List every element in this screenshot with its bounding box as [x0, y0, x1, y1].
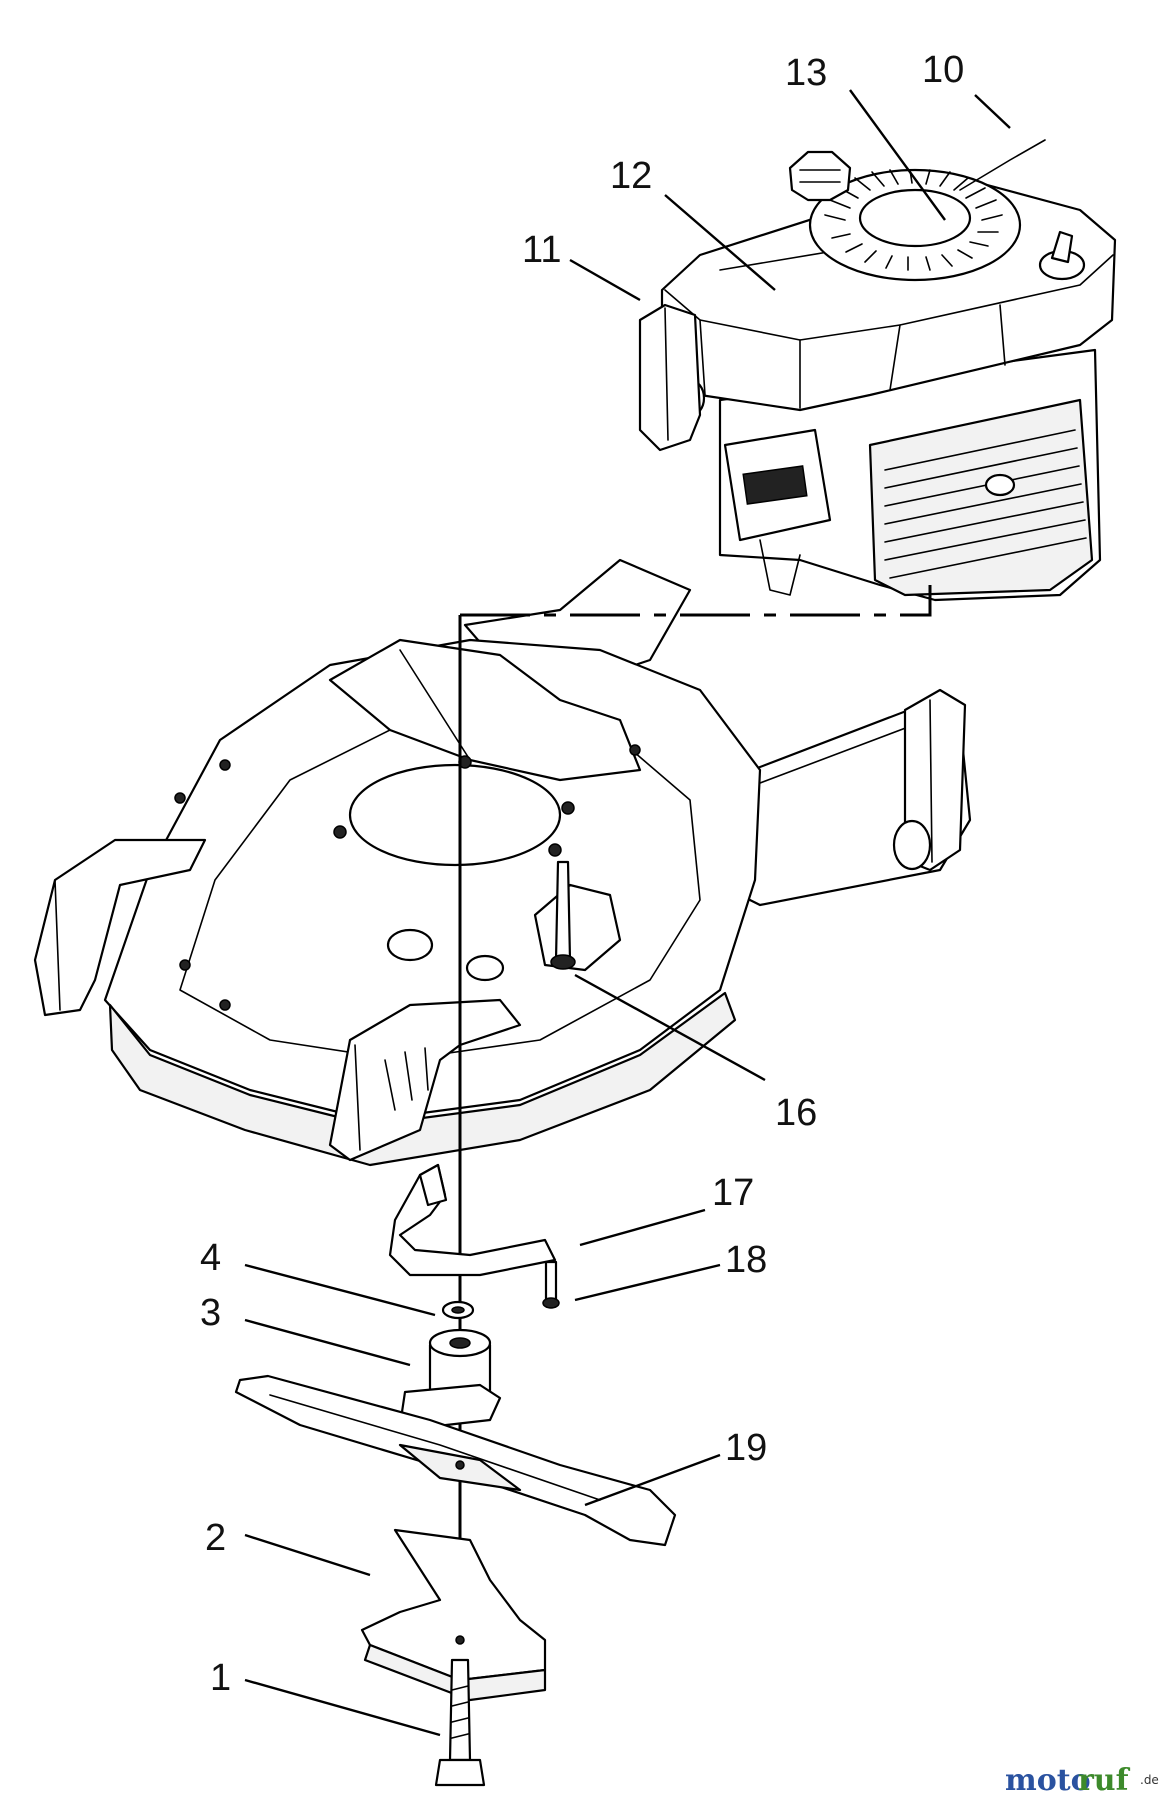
callout-19: 19: [725, 1427, 767, 1469]
leader-16: [574, 973, 766, 1082]
callout-2: 2: [205, 1517, 226, 1559]
handle-ribs: [384, 1047, 429, 1111]
leader-19: [584, 1453, 721, 1507]
throttle-cable: [959, 139, 1046, 191]
washer-boss: [465, 954, 505, 982]
callout-1: 1: [210, 1657, 231, 1699]
leader-1: [244, 1678, 441, 1737]
starter-grille-slots: [824, 169, 1003, 271]
blade-bolt-1: [448, 1658, 472, 1762]
watermark-part-a: moto: [1005, 1763, 1091, 1798]
discharge-tunnel: [328, 638, 642, 782]
callout-12: 12: [610, 155, 652, 197]
muffler-guard: [868, 398, 1094, 597]
rivet: [219, 999, 231, 1011]
callout-18: 18: [725, 1239, 767, 1281]
leader-10: [974, 94, 1011, 129]
watermark-suffix: .de: [1140, 1773, 1159, 1787]
leader-18: [574, 1263, 721, 1302]
callout-17: 17: [712, 1172, 754, 1214]
screw-18: [544, 1260, 558, 1302]
engine-assembly: [660, 139, 1117, 602]
deck-skirt: [108, 991, 737, 1167]
callout-4: 4: [200, 1237, 221, 1279]
mount-bolt: [548, 843, 562, 857]
leader-2: [244, 1533, 371, 1577]
rivet: [629, 744, 641, 756]
blade-bolt-head: [434, 1758, 486, 1787]
adjuster-ring: [386, 928, 434, 962]
mount-bolt: [561, 801, 575, 815]
starter-cap: [858, 188, 972, 248]
leader-17: [579, 1208, 706, 1247]
leader-3: [244, 1318, 411, 1367]
front-handle-center: [328, 998, 522, 1162]
callout-labels: 10 13 12 11 16 17 18 4 3 19 2 1: [200, 49, 964, 1699]
callout-11: 11: [522, 229, 561, 271]
wheel-hub: [892, 819, 932, 871]
leader-4: [244, 1263, 436, 1317]
leader-13: [849, 89, 946, 221]
motor-mount-opening: [348, 763, 562, 867]
mount-bolt: [333, 825, 347, 839]
leader-11: [569, 258, 641, 302]
bracket-17-tab: [418, 1163, 448, 1207]
rivet: [219, 759, 231, 771]
bolt-16: [554, 860, 572, 962]
watermark-part-b: ruf: [1078, 1763, 1131, 1798]
callout-13: 13: [785, 52, 827, 94]
fuel-cap: [788, 150, 852, 202]
rivet: [179, 959, 191, 971]
callout-10: 10: [922, 49, 964, 91]
front-handle-left: [33, 838, 207, 1017]
mower-deck: [33, 303, 972, 1167]
leader-lines: [244, 89, 1011, 1737]
callout-16: 16: [775, 1092, 817, 1134]
watermark-logo: moto ruf .de: [1005, 1763, 1159, 1798]
muffler-bolt: [984, 473, 1016, 497]
muffler-vents: [884, 429, 1087, 579]
air-filter-label: [742, 465, 808, 505]
callout-3: 3: [200, 1292, 221, 1334]
rivet: [174, 792, 186, 804]
bracket-17: [388, 1163, 557, 1277]
handle-bracket-left: [638, 303, 702, 452]
engine-alignment-line: [460, 585, 932, 617]
blade-assembly: [234, 860, 677, 1787]
leader-12: [664, 194, 776, 291]
